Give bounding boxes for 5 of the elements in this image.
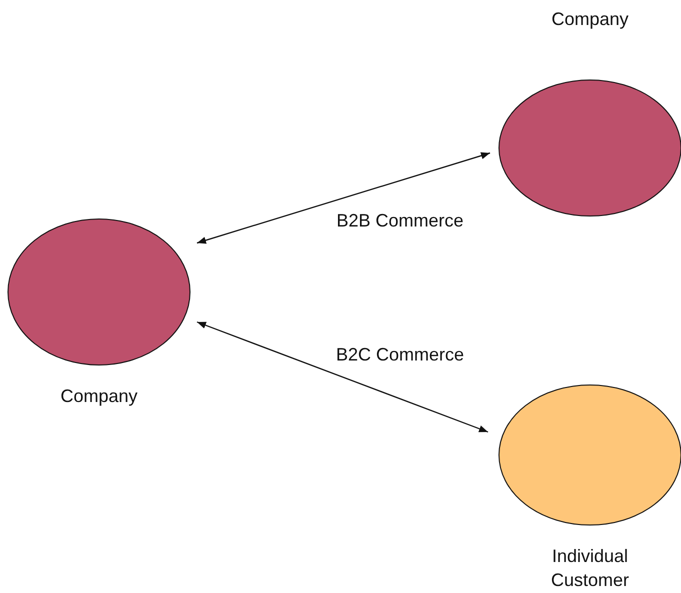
node-label: Individual Customer [550,545,630,592]
node-label: Company [59,385,139,408]
double-arrow [196,152,490,244]
node-label: Company [550,8,630,31]
double-arrow [196,321,488,433]
